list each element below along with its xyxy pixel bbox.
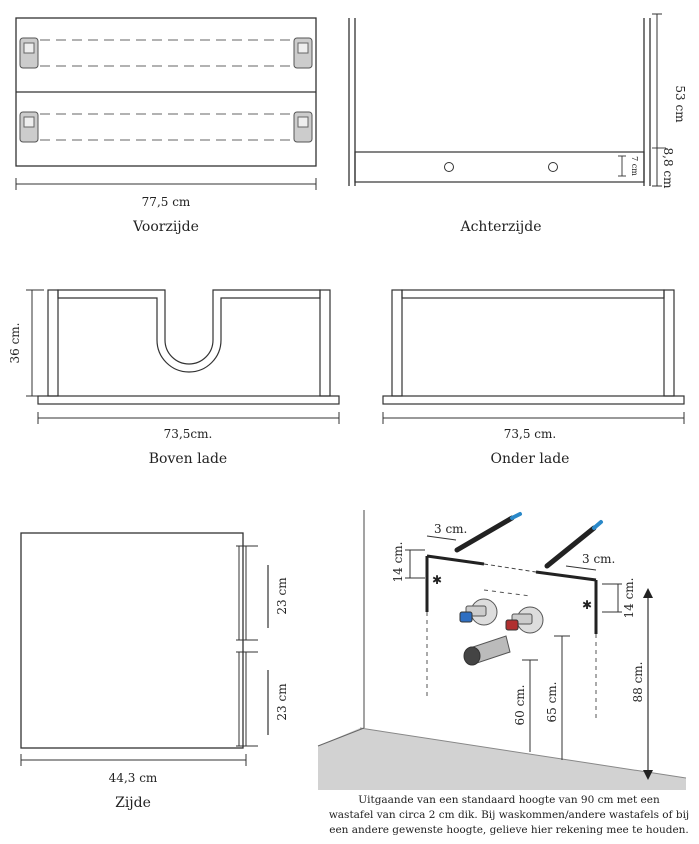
side-caption: Zijde [115,795,151,811]
front-slide-bracket [293,111,313,143]
bottom-drawer-caption: Onder lade [491,451,570,467]
top-drawer-height-label: 36 cm. [8,323,22,364]
side-view: 23 cm 23 cm 44,3 cm Zijde [20,532,289,811]
front-width-label: 77,5 cm [142,195,191,209]
top-drawer-caption: Boven lade [149,451,227,467]
top-drawer-left-wall [47,289,59,397]
pencil-icon [544,520,603,569]
back-height-label: 53 cm [673,85,687,123]
height-65-label: 65 cm. [545,682,559,723]
left-depth-label: 14 cm. [391,542,405,583]
floor [318,728,686,790]
back-hole-label: 7 cm [630,156,639,176]
front-slide-bracket [19,37,39,69]
back-hole [548,162,558,172]
left-offset-label: 3 cm. [434,522,467,536]
installation-note-line-3: een andere gewenste hoogte, gelieve hier… [329,824,689,836]
installation-note-line-1: Uitgaande van een standaard hoogte van 9… [358,794,660,806]
bottom-drawer-top-rail [401,289,665,299]
top-drawer-width-label: 73,5cm. [164,427,213,441]
installation-view: ✱ ✱ 3 cm. 3 cm. 14 cm. 14 cm. [317,510,689,836]
right-offset-dimension-line [565,565,597,571]
top-drawer-bottom-plate [37,395,340,405]
pencil-icon [454,512,522,553]
bottom-drawer-view: 73,5 cm. Onder lade [382,289,685,467]
top-drawer-view: 36 cm. 73,5cm. Boven lade [8,289,340,467]
front-slide-bracket [293,37,313,69]
front-slide-bracket [19,111,39,143]
top-drawer-right-wall [319,289,331,397]
bottom-drawer-width-label: 73,5 cm. [504,427,556,441]
side-panel [20,532,244,749]
front-view: 77,5 cm Voorzijde [15,17,317,235]
right-cabinet-mark [535,570,597,582]
back-caption: Achterzijde [459,219,541,235]
top-drawer-siphon-cutout [57,289,321,373]
back-hole [444,162,454,172]
back-strip-label: 8,8 cm [661,148,675,190]
cold-water-valve-icon [459,598,498,626]
left-drill-mark-icon: ✱ [432,573,442,587]
bottom-drawer-bottom-plate [382,395,685,405]
back-strip [354,151,645,183]
side-upper-label: 23 cm [275,577,289,615]
hot-water-valve-icon [505,606,544,634]
side-width-label: 44,3 cm [109,771,158,785]
drain-pipe-icon [463,635,511,666]
right-drill-mark-icon: ✱ [582,598,592,612]
left-cabinet-mark [426,554,485,566]
back-view: 7 cm 53 cm 8,8 cm Achterzijde [348,13,687,235]
height-88-label: 88 cm. [631,662,645,703]
bottom-drawer-right-wall [663,289,675,397]
side-lower-label: 23 cm [275,683,289,721]
bottom-drawer-left-wall [391,289,403,397]
left-offset-dimension-line [426,535,457,541]
front-caption: Voorzijde [132,219,199,235]
installation-note-line-2: wastafel van circa 2 cm dik. Bij waskomm… [329,809,689,821]
right-depth-label: 14 cm. [622,578,636,619]
right-offset-label: 3 cm. [582,552,615,566]
height-60-label: 60 cm. [513,685,527,726]
